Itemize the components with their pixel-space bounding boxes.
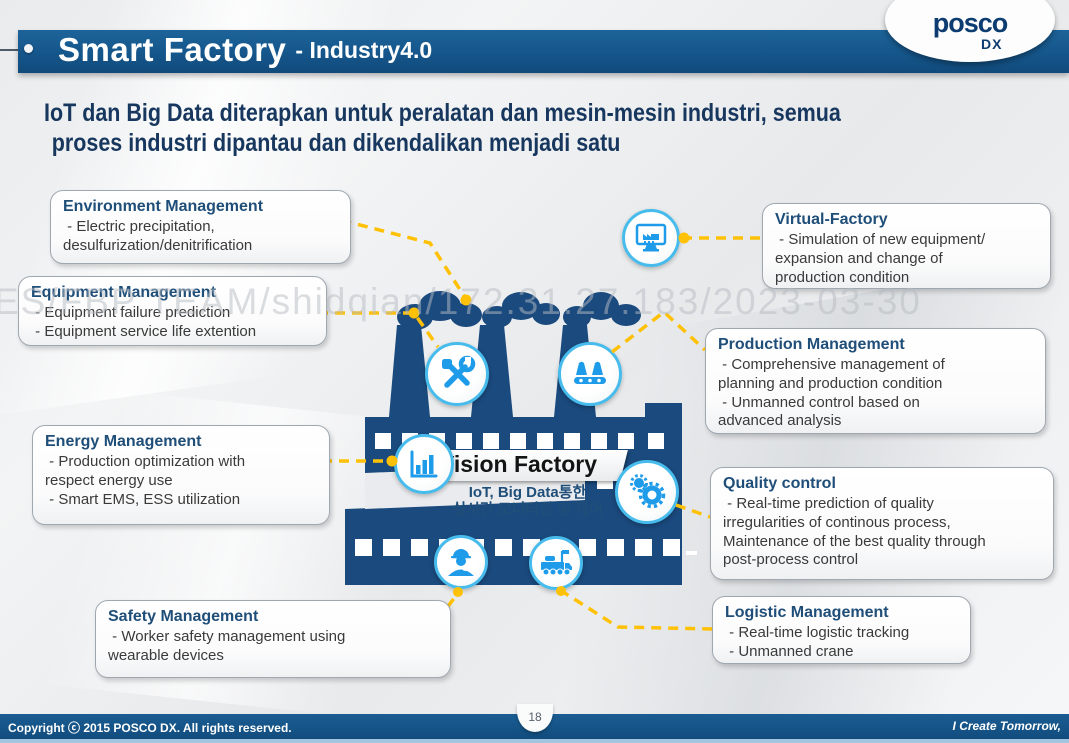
header-accent-line <box>0 49 26 51</box>
production-conveyor-icon <box>558 342 622 406</box>
equipment-tools-icon <box>425 342 489 406</box>
callout-line: - Unmanned control based on <box>718 393 920 411</box>
callout-title: Equipment Management <box>31 284 216 301</box>
callout-line: - Worker safety management using <box>108 627 346 645</box>
callout-virtual-factory: Virtual-Factory - Simulation of new equi… <box>762 203 1051 289</box>
logo-sub-text: DX <box>981 36 1003 52</box>
header-bullet-dot <box>24 44 33 53</box>
subtitle-line-1: IoT dan Big Data diterapkan untuk perala… <box>44 99 841 127</box>
callout-line: - Real-time logistic tracking <box>725 623 910 641</box>
callout-equipment-management: Equipment Management - Equipment failure… <box>18 276 327 346</box>
subtitle-line-2: proses industri dipantau dan dikendalika… <box>51 128 621 157</box>
page-title: Smart Factory <box>58 30 287 68</box>
slide-subtitle: IoT dan Big Data diterapkan untuk perala… <box>44 99 841 158</box>
factory-illustration <box>345 291 697 585</box>
callout-line: expansion and change of <box>775 249 943 267</box>
callout-title: Virtual-Factory <box>775 211 888 228</box>
callout-title: Energy Management <box>45 433 202 450</box>
footer-copyright: Copyright ⓒ 2015 POSCO DX. All rights re… <box>8 721 292 735</box>
callout-quality-control: Quality control - Real-time prediction o… <box>710 467 1054 580</box>
footer-bottom-strip <box>0 739 1069 743</box>
callout-line: post-process control <box>723 551 859 569</box>
callout-line: desulfurization/denitrification <box>63 236 253 254</box>
quality-gears-icon <box>615 460 679 524</box>
energy-chart-icon <box>394 434 454 494</box>
callout-line: - Comprehensive management of <box>718 355 945 373</box>
logistic-truck-icon <box>529 536 583 590</box>
factory-caption-line-2: 실시간 모니터링 및 제어 <box>452 501 603 519</box>
callout-line: - Simulation of new equipment/ <box>775 230 986 248</box>
callout-line: irregularities of continous process, <box>723 513 951 531</box>
callout-line: - Production optimization with <box>45 452 246 470</box>
callout-line: - Unmanned crane <box>725 642 854 660</box>
callout-safety-management: Safety Management - Worker safety manage… <box>95 600 451 678</box>
callout-line: - Smart EMS, ESS utilization <box>45 490 241 508</box>
callout-line: - Real-time prediction of quality <box>723 494 934 512</box>
callout-title: Production Management <box>718 336 905 353</box>
callout-line: - Equipment service life extention <box>31 322 257 340</box>
callout-line: advanced analysis <box>718 412 842 430</box>
safety-worker-icon <box>434 535 488 589</box>
callout-energy-management: Energy Management - Production optimizat… <box>32 425 330 525</box>
factory-caption: IoT, Big Data통한 실시간 모니터링 및 제어 <box>425 484 630 519</box>
callout-environment-management: Environment Management - Electric precip… <box>50 190 351 264</box>
callout-title: Safety Management <box>108 608 259 625</box>
callout-line: respect energy use <box>45 471 173 489</box>
logo-brand-text: posco <box>932 8 1009 38</box>
callout-logistic-management: Logistic Management - Real-time logistic… <box>712 596 971 664</box>
virtual-factory-monitor-icon <box>622 209 680 267</box>
callout-title: Quality control <box>723 475 836 492</box>
callout-title: Logistic Management <box>725 604 889 621</box>
callout-line: - Equipment failure prediction <box>31 303 231 321</box>
callout-line: wearable devices <box>108 646 224 664</box>
factory-caption-line-1: IoT, Big Data통한 <box>468 484 587 501</box>
callout-line: planning and production condition <box>718 374 943 392</box>
callout-line: production condition <box>775 268 910 286</box>
callout-title: Environment Management <box>63 198 264 215</box>
callout-production-management: Production Management - Comprehensive ma… <box>705 328 1046 434</box>
page-title-suffix: - Industry4.0 <box>295 37 433 63</box>
footer-tagline: I Create Tomorrow, <box>952 719 1061 733</box>
callout-line: Maintenance of the best quality through <box>723 532 986 550</box>
callout-line: - Electric precipitation, <box>63 217 215 235</box>
page-number: 18 <box>528 710 542 724</box>
